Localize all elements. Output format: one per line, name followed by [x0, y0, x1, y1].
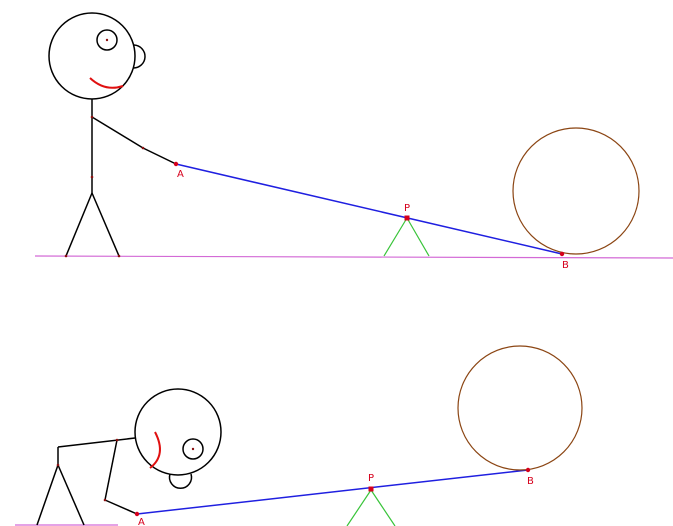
- right-leg-bottom: [57, 464, 85, 526]
- back-bottom: [57, 437, 136, 448]
- ball-top: [512, 127, 640, 255]
- ball-bottom: [457, 345, 583, 471]
- ear-top: [132, 44, 146, 69]
- upper-arm-bottom: [104, 439, 118, 501]
- ground-line-top: [34, 255, 673, 259]
- joint-dots-bottom: [56, 438, 195, 502]
- smile-bottom: [149, 431, 161, 469]
- label-a-top: A: [177, 169, 184, 180]
- scene-bottom: A P B: [15, 345, 583, 526]
- label-p-bottom: P: [368, 473, 374, 484]
- point-p-bottom: [368, 486, 374, 492]
- point-a-bottom: [134, 511, 140, 517]
- joint-dots-top: [64, 38, 145, 258]
- scene-top: A P B: [34, 12, 673, 271]
- point-p-top: [404, 215, 410, 221]
- eye-bottom: [182, 438, 204, 460]
- label-b-top: B: [562, 260, 569, 271]
- fulcrum-top: [383, 216, 430, 257]
- lever-bottom: [136, 469, 529, 515]
- right-leg-top: [91, 192, 120, 257]
- stick-figure-top: [48, 12, 177, 257]
- left-leg-bottom: [36, 464, 59, 526]
- label-a-bottom: A: [138, 517, 145, 526]
- ear-bottom: [168, 473, 193, 489]
- label-b-bottom: B: [527, 476, 534, 487]
- point-b-bottom: [525, 467, 531, 473]
- lever-top: [175, 163, 563, 255]
- forearm-bottom: [104, 499, 138, 515]
- eye-top: [96, 29, 118, 51]
- point-a-top: [173, 161, 179, 167]
- head-bottom: [134, 388, 222, 476]
- stick-figure-bottom: [36, 388, 222, 526]
- fulcrum-bottom: [346, 488, 396, 526]
- forearm-top: [142, 147, 177, 165]
- left-leg-top: [65, 192, 93, 257]
- smile-top: [89, 77, 124, 89]
- upper-arm-top: [91, 116, 144, 149]
- point-b-top: [559, 251, 565, 257]
- label-p-top: P: [404, 203, 410, 214]
